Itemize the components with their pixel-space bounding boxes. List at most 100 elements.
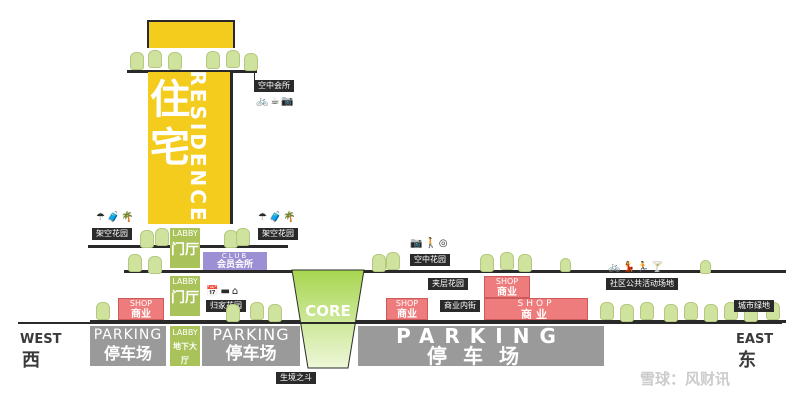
lobby-cn: 门厅: [171, 242, 199, 258]
ring-icon: ◎: [438, 238, 450, 249]
shop-en: SHOP: [517, 299, 555, 309]
shop-cn: 商业: [397, 309, 417, 320]
tree: [206, 51, 220, 69]
parking-en: PARKING: [212, 326, 290, 344]
tree: [600, 302, 614, 320]
tree: [620, 304, 634, 322]
shop-en: SHOP: [495, 277, 519, 286]
parking-right: PARKING 停车场: [358, 326, 604, 366]
tree: [704, 304, 718, 322]
shop-block-left: SHOP 商业: [118, 298, 164, 320]
tree: [130, 52, 144, 70]
stilted-left-icons: ☂🧳🌴: [96, 212, 136, 223]
palm-icon: 🌴: [121, 212, 136, 223]
tree: [140, 230, 154, 248]
parking-middle: PARKING 停车场: [202, 326, 300, 366]
tree: [372, 254, 386, 272]
lobby-block-upper: LABBY 门厅: [170, 228, 200, 268]
rooftop-slab: [127, 70, 257, 73]
pavilion-icon: ⌂: [231, 286, 241, 297]
community-plaza-icons: 🚲💃🏃🍸: [608, 262, 666, 273]
bike-icon: 🚲: [608, 262, 623, 273]
tree: [148, 256, 162, 274]
tree: [640, 302, 654, 320]
stilted-left-tag: 架空花园: [92, 228, 132, 240]
shop-block-upper-right: SHOP 商业: [484, 276, 530, 298]
tree: [480, 254, 494, 272]
shop-en: SHOP: [129, 299, 153, 308]
west-en: WEST: [20, 332, 62, 347]
dancer-icon: 💃: [622, 262, 637, 273]
tree: [148, 50, 162, 68]
home-garden-icons: 📅▬⌂: [206, 286, 240, 297]
parking-en: PARKING: [396, 326, 566, 348]
shop-en: SHOP: [395, 299, 419, 308]
club-en: CLUB: [221, 252, 249, 260]
tree: [226, 50, 240, 68]
tree: [236, 228, 250, 246]
residence-cn-label: 住宅: [150, 77, 190, 171]
watermark: 雪球：风财讯: [640, 370, 731, 388]
east-cn: 东: [738, 350, 756, 371]
umbrella-icon: ☂: [96, 212, 107, 223]
level2-slab-left: [124, 270, 294, 273]
shop-block-center: SHOP 商业: [386, 298, 428, 320]
palm-icon: 🌴: [283, 212, 298, 223]
parking-left: PARKING 停车场: [90, 326, 166, 366]
stilted-right-tag: 架空花园: [258, 228, 298, 240]
tree: [268, 304, 282, 322]
west-cn: 西: [22, 350, 40, 371]
mezzanine-garden-tag: 夹层花园: [428, 278, 468, 290]
tree: [664, 304, 678, 322]
sky-club-leader: [254, 72, 255, 84]
tree: [168, 52, 182, 70]
umbrella-icon: ☂: [258, 212, 269, 223]
lobby-cn: 地下大厅: [173, 342, 197, 365]
ground-slab-left: [90, 320, 302, 323]
shop-cn: 商业: [131, 309, 151, 320]
bike-icon: 🚲: [256, 96, 271, 107]
community-plaza-tag: 社区公共活动场地: [606, 278, 678, 290]
city-green-tag: 城市绿地: [734, 300, 774, 312]
tree: [244, 53, 258, 71]
lobby-en: LABBY: [172, 328, 198, 337]
residence-en-label: RESIDENCE: [186, 70, 210, 224]
tree: [96, 302, 110, 320]
runner-icon: 🏃: [636, 262, 652, 273]
shop-cn: 商业: [497, 287, 517, 298]
walker-icon: 🚶: [424, 238, 439, 249]
sky-club-tag: 空中会所: [254, 80, 294, 92]
tree: [155, 228, 169, 246]
core-funnel: [291, 269, 365, 369]
club-block: CLUB 会员会所: [203, 252, 267, 270]
rooftop-frame: [147, 20, 235, 48]
tree: [250, 302, 264, 320]
camera-icon: 📷: [281, 96, 296, 107]
stilted-right-icons: ☂🧳🌴: [258, 212, 298, 223]
lobby-cn: 门厅: [171, 290, 199, 306]
sky-garden-tag: 空中花园: [410, 254, 450, 266]
calendar-icon: 📅: [206, 286, 221, 297]
parking-cn: 停车场: [225, 344, 277, 364]
lobby-block-middle: LABBY 门厅: [170, 276, 200, 316]
sky-club-icons: 🚲☕📷: [256, 96, 296, 107]
tree: [500, 252, 514, 270]
core-label: CORE: [305, 302, 351, 320]
commercial-street-tag: 商业内街: [440, 300, 480, 312]
tree: [560, 258, 571, 272]
level2-slab-right: [356, 270, 786, 273]
parking-cn: 停车场: [103, 344, 152, 363]
camera-icon: 📷: [410, 238, 425, 249]
tree: [226, 304, 240, 322]
sky-garden-icons: 📷🚶◎: [410, 238, 450, 249]
cocktail-icon: 🍸: [651, 262, 666, 273]
shop-cn: 商业: [521, 308, 551, 320]
tree: [518, 254, 532, 272]
lobby-en: LABBY: [172, 229, 198, 238]
shop-block-right: SHOP 商业: [484, 298, 588, 320]
tree: [700, 260, 711, 274]
luggage-icon: 🧳: [268, 212, 284, 223]
tree: [386, 252, 400, 270]
ground-slab-right: [354, 320, 786, 323]
